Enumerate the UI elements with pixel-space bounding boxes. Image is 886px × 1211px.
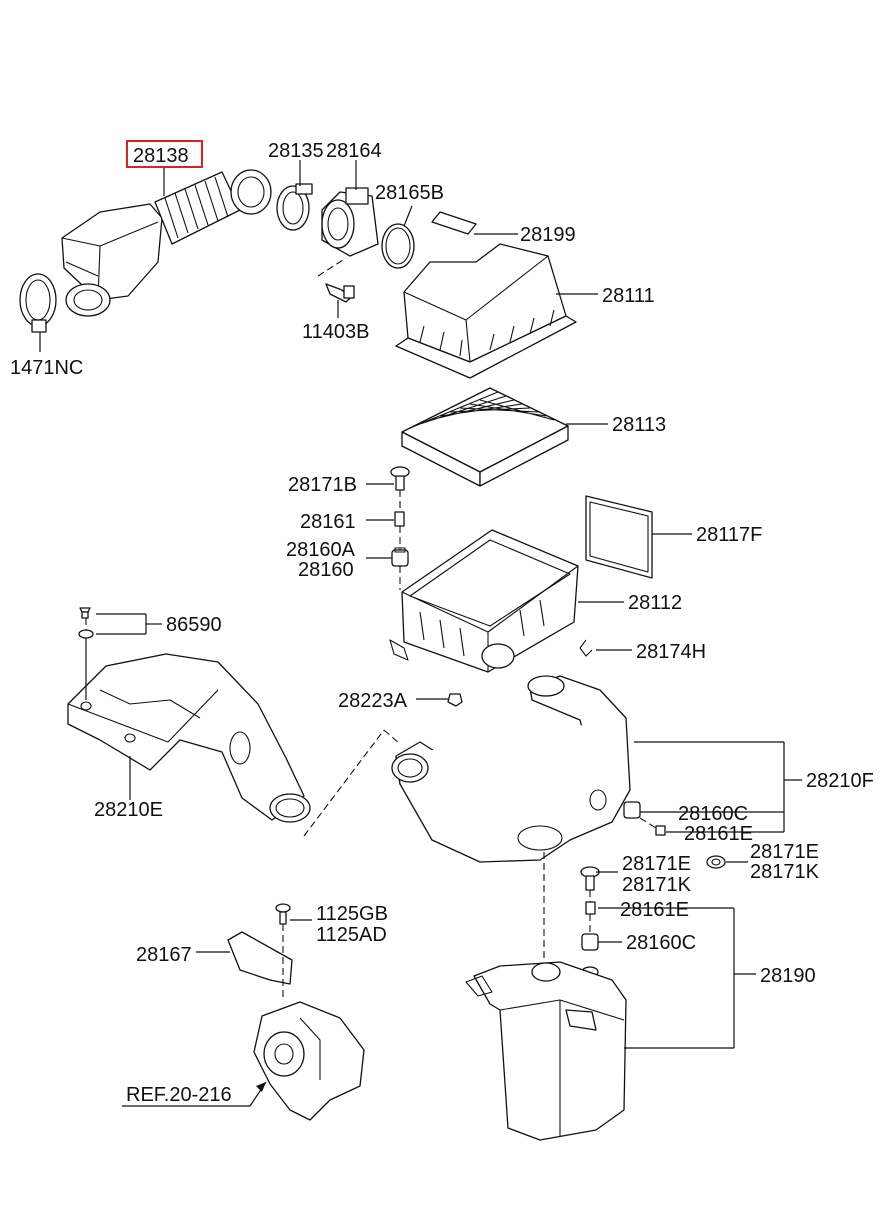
label-28138[interactable]: 28138 <box>133 145 189 167</box>
air-cleaner-body-28112 <box>389 529 579 673</box>
grommet-28160c-b <box>581 933 599 951</box>
label-28117f[interactable]: 28117F <box>696 524 762 546</box>
grommet-28160 <box>391 547 409 567</box>
label-28160c-a[interactable]: 28160C <box>678 803 748 825</box>
lower-duct-28210e <box>67 653 311 823</box>
label-28161e-a[interactable]: 28161E <box>684 823 753 845</box>
hose-clamp-28135 <box>276 183 313 231</box>
label-11403b[interactable]: 11403B <box>302 321 369 343</box>
label-28210f[interactable]: 28210F <box>806 770 874 792</box>
label-28171k-a[interactable]: 28171K <box>622 874 692 896</box>
label-28161e-b[interactable]: 28161E <box>620 899 689 921</box>
label-1471nc[interactable]: 1471NC <box>10 357 83 379</box>
airflow-sensor-28164 <box>321 187 379 257</box>
resonator-duct-28210f <box>391 675 631 863</box>
label-ref-20-216[interactable]: REF.20-216 <box>126 1084 232 1106</box>
label-28160a[interactable]: 28160A <box>286 539 356 561</box>
screw-28171b <box>390 466 410 491</box>
bolt-1125gb <box>275 903 291 925</box>
clip-28174h <box>579 639 593 657</box>
label-28161[interactable]: 28161 <box>300 511 356 533</box>
assembly-dashed-lines <box>85 257 657 1000</box>
hose-clamp-1471nc <box>19 273 57 333</box>
bolt-11403b <box>325 283 355 303</box>
label-28165b[interactable]: 28165B <box>375 182 444 204</box>
label-1125ad[interactable]: 1125AD <box>316 924 387 946</box>
nut-28223a <box>447 693 463 707</box>
label-28113[interactable]: 28113 <box>612 414 666 436</box>
label-28112[interactable]: 28112 <box>628 592 682 614</box>
label-28171e-a[interactable]: 28171E <box>622 853 691 875</box>
label-28167[interactable]: 28167 <box>136 944 192 966</box>
screw-28171e-b <box>706 855 726 869</box>
collar-28161e-a <box>655 825 666 836</box>
label-28171b[interactable]: 28171B <box>288 474 357 496</box>
air-cleaner-cover-28111 <box>395 243 577 379</box>
collar-28161e-b <box>585 901 596 915</box>
grommet-28160c-a <box>623 801 641 819</box>
part-labels: 28138 28135 28164 28165B 28199 28111 114… <box>10 140 874 1106</box>
label-28171k-b[interactable]: 28171K <box>750 861 820 883</box>
resonator-28190 <box>465 961 627 1141</box>
label-28199[interactable]: 28199 <box>520 224 576 246</box>
label-28160c-b[interactable]: 28160C <box>626 932 696 954</box>
label-28210e[interactable]: 28210E <box>94 799 163 821</box>
highlight-box-28138 <box>126 140 203 168</box>
label-28111[interactable]: 28111 <box>602 285 655 307</box>
engine-mount-ref <box>253 1001 365 1121</box>
fasteners-86590 <box>78 607 94 639</box>
bracket-28167 <box>227 931 293 985</box>
intake-duct-part <box>61 169 272 317</box>
label-28135[interactable]: 28135 <box>268 140 324 162</box>
label-28223a[interactable]: 28223A <box>338 690 408 712</box>
label-28190[interactable]: 28190 <box>760 965 816 987</box>
label-28164[interactable]: 28164 <box>326 140 382 162</box>
label-28174h[interactable]: 28174H <box>636 641 706 663</box>
leader-lines <box>39 160 802 1107</box>
label-plate-28199 <box>431 211 477 235</box>
gasket-28165b <box>381 223 415 269</box>
collar-28161 <box>394 511 405 527</box>
label-1125gb[interactable]: 1125GB <box>316 903 388 925</box>
screw-28171e-a <box>580 866 600 891</box>
label-28160[interactable]: 28160 <box>298 559 354 581</box>
label-86590[interactable]: 86590 <box>166 614 222 636</box>
air-filter-28113 <box>401 387 569 487</box>
gasket-frame-28117f <box>585 495 653 579</box>
label-28171e-b[interactable]: 28171E <box>750 841 819 863</box>
